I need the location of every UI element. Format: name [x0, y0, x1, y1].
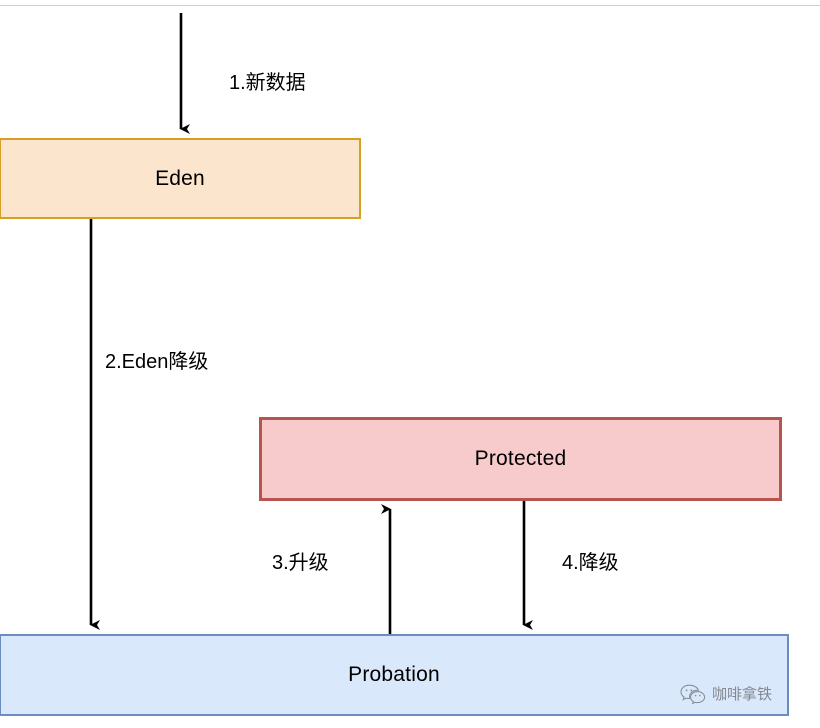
node-protected[interactable]: Protected — [259, 417, 782, 501]
node-protected-label: Protected — [474, 447, 567, 470]
watermark-text: 咖啡拿铁 — [712, 685, 773, 703]
node-eden-label: Eden — [155, 166, 205, 190]
node-eden[interactable]: Eden — [0, 138, 361, 219]
edge-label-promote: 3.升级 — [272, 552, 329, 574]
watermark: 咖啡拿铁 — [680, 683, 772, 704]
edge-label-new-data: 1.新数据 — [229, 72, 306, 94]
edge-label-demote: 4.降级 — [562, 552, 619, 574]
node-probation[interactable]: Probation — [0, 634, 789, 716]
top-divider — [0, 5, 820, 6]
edge-label-eden-demote: 2.Eden降级 — [105, 351, 209, 373]
node-probation-label: Probation — [348, 663, 440, 686]
wechat-icon — [680, 684, 706, 704]
